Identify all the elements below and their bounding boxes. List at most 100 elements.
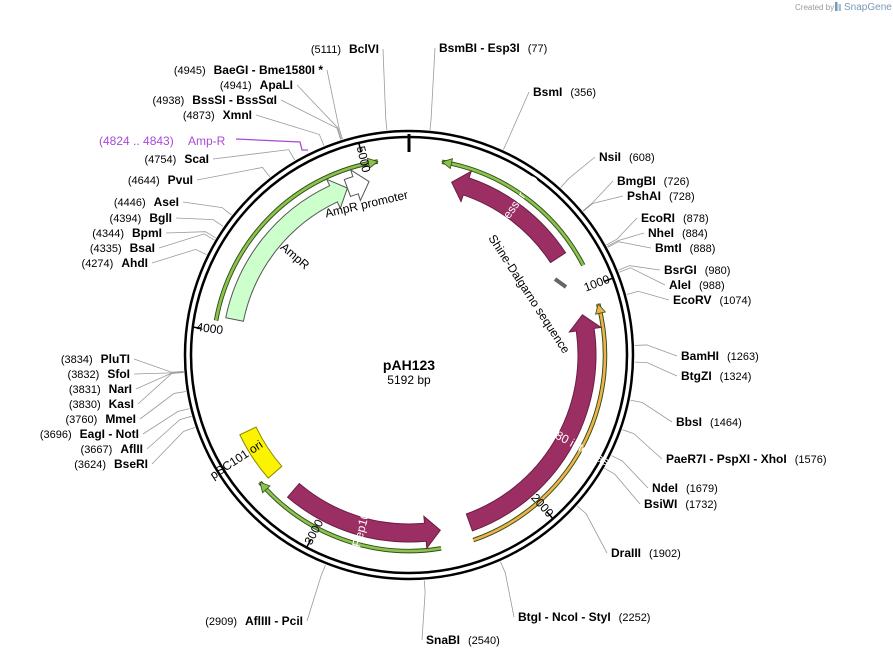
site-name: BclVI: [349, 42, 379, 56]
site-leader-bsai: [158, 233, 215, 249]
site-kasi: (3830)KasI: [69, 397, 134, 411]
amp-r-primer-line: [235, 138, 308, 151]
site-name: EcoRI: [641, 211, 675, 225]
tick-label-1000: 1000: [582, 272, 612, 295]
site-leader-nsii: [560, 156, 596, 188]
site-position: (3696): [40, 429, 72, 441]
site-bclvi: (5111)BclVI: [311, 42, 379, 56]
site-bsiwi: BsiWI(1732): [644, 497, 717, 511]
special-annotations: Shine-Dalgarno sequence (4824 .. 4843) A…: [99, 134, 573, 356]
site-btgi-ncoi-styi: BtgI - NcoI - StyI(2252): [518, 610, 650, 624]
site-bbsi: BbsI(1464): [676, 415, 742, 429]
backbone-outer-strand: [183, 129, 635, 581]
site-leader-aflii: [146, 415, 192, 450]
site-name: XmnI: [223, 108, 252, 122]
site-apali: (4941)ApaLI: [220, 78, 293, 92]
brand-prefix: Created by: [795, 3, 834, 12]
site-pvui: (4644)PvuI: [128, 173, 193, 187]
site-position: (2909): [205, 616, 237, 628]
site-leader-afliii-pcii: [306, 564, 326, 622]
ampr-label: AmpR: [278, 240, 313, 273]
arc-integrase-arrowhead: [595, 303, 607, 315]
site-eagi-noti: (3696) EagI - NotI: [40, 427, 139, 441]
plasmid-name: pAH123: [383, 357, 435, 373]
site-leader-btgi-ncoi-styi: [500, 561, 515, 618]
site-ahdi: (4274) AhdI: [82, 256, 148, 270]
tick-label-5000: 5000: [354, 145, 374, 175]
site-leader-ecori: [606, 217, 638, 246]
site-asei: (4446)AseI: [114, 195, 179, 209]
site-pluti: (3834)PluTI: [61, 352, 130, 366]
site-name: AseI: [154, 195, 179, 209]
plasmid-backbone: [183, 129, 635, 581]
plasmid-center-label: pAH123 5192 bp: [383, 357, 435, 387]
site-position: (3760): [66, 414, 98, 426]
site-bsmi: BsmI(356): [533, 85, 596, 99]
site-name: BpmI: [132, 226, 162, 240]
snapgene-brand: Created by SnapGene: [795, 2, 892, 13]
site-bsrgi: BsrGI(980): [664, 263, 730, 277]
site-leader-ahdi: [151, 248, 207, 264]
site-name: EagI - NotI: [80, 427, 139, 441]
site-name: SfoI: [107, 367, 130, 381]
site-position: (4274): [82, 258, 114, 270]
arc-rep-arrowhead: [259, 481, 271, 494]
site-position: (4938): [152, 95, 184, 107]
site-leader-bmti: [607, 241, 652, 249]
site-position: (2252): [619, 612, 651, 624]
phage-integrase-arrow: [465, 314, 603, 532]
psc101-ori-arrow: [239, 426, 283, 479]
site-position: (1902): [649, 548, 681, 560]
site-leader-draiii: [577, 505, 608, 554]
site-position: (4344): [92, 228, 124, 240]
arc-rep: [258, 481, 442, 553]
site-position: (4873): [183, 110, 215, 122]
site-aflii: (3667)AflII: [81, 442, 143, 456]
arc-lambda: [441, 160, 585, 266]
site-name: NdeI: [652, 481, 678, 495]
site-bpmi: (4344) BpmI: [92, 226, 162, 240]
site-position: (3624): [74, 459, 106, 471]
site-name: AflII: [120, 442, 143, 456]
site-leader-nari: [135, 371, 184, 390]
site-leader-bseri: [151, 427, 196, 465]
site-leader-baegi-bme1580i: [326, 69, 343, 140]
site-name: BtgZI: [681, 369, 712, 383]
site-leader-pluti: [133, 358, 184, 373]
arc-ampr: [214, 160, 379, 321]
site-leader-kasi: [137, 372, 184, 405]
site-name: BsrGI: [664, 263, 697, 277]
site-leader-bclvi: [382, 48, 388, 131]
site-name: EcoRV: [673, 293, 711, 307]
site-position: (988): [699, 280, 725, 292]
site-name: AhdI: [121, 256, 148, 270]
site-bsai: (4335)BsaI: [90, 241, 155, 255]
tick-label-4000: 4000: [196, 320, 225, 337]
site-name: DraIII: [611, 546, 641, 560]
site-name: NsiI: [599, 150, 621, 164]
site-nsii: NsiI(608): [599, 150, 655, 164]
site-name: NheI: [648, 226, 674, 240]
site-name: SnaBI: [426, 633, 460, 647]
site-leader-ndei: [611, 455, 649, 489]
lambda-repressor-arrow: [451, 170, 567, 264]
site-leader-alei: [619, 267, 666, 286]
plasmid-size: 5192 bp: [387, 373, 431, 387]
site-leader-bpmi: [165, 231, 216, 239]
site-pshai: PshAI(728): [627, 189, 695, 203]
site-leader-sfoi: [133, 371, 184, 375]
site-leader-pvui: [196, 167, 271, 181]
site-name: PvuI: [168, 173, 193, 187]
site-mmei: (3760)MmeI: [66, 412, 136, 426]
site-leader-bbsi: [630, 399, 673, 423]
site-name: BsmI: [533, 85, 562, 99]
site-leader-snabi: [421, 580, 426, 641]
tick-5000: [358, 143, 362, 152]
tick-2000: [546, 511, 553, 519]
site-leader-bamhi: [634, 344, 678, 357]
restriction-sites: BsmBI - Esp3I(77)BsmI(356)NsiI(608)BmgBI…: [40, 41, 827, 647]
site-leader-nhei: [607, 232, 645, 247]
site-xmni: (4873) XmnI: [183, 108, 252, 122]
site-nari: (3831)NarI: [69, 382, 132, 396]
